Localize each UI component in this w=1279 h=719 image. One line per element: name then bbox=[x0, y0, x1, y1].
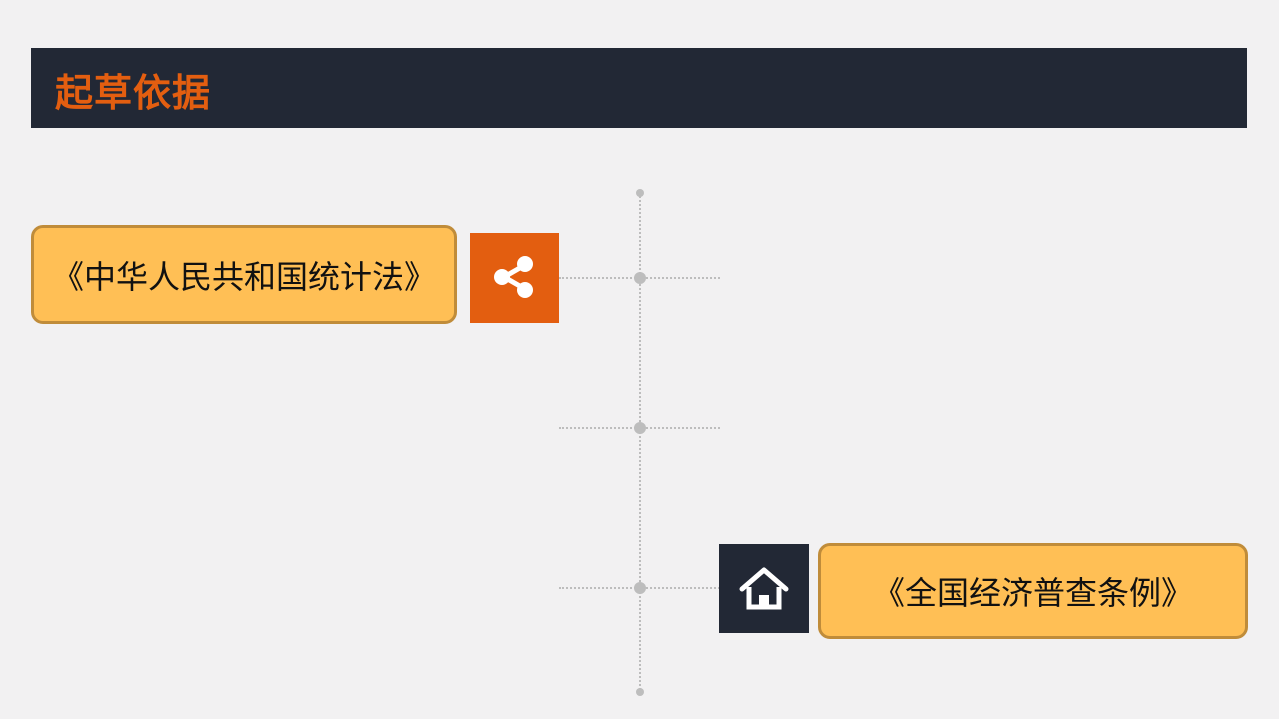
share-icon-box bbox=[470, 233, 559, 323]
home-icon bbox=[739, 567, 789, 609]
statistics-law-box: 《中华人民共和国统计法》 bbox=[31, 225, 457, 324]
share-icon bbox=[493, 256, 533, 298]
census-regulation-label: 《全国经济普查条例》 bbox=[872, 574, 1193, 612]
title-bar: 起草依据 bbox=[31, 48, 1247, 128]
timeline-node bbox=[634, 582, 646, 594]
timeline-node bbox=[634, 272, 646, 284]
home-icon-box bbox=[719, 544, 809, 633]
timeline-line bbox=[639, 193, 641, 693]
timeline-end-dot bbox=[636, 189, 644, 197]
census-regulation-box: 《全国经济普查条例》 bbox=[818, 543, 1248, 639]
slide-title: 起草依据 bbox=[55, 71, 212, 115]
timeline-end-dot bbox=[636, 688, 644, 696]
timeline-node bbox=[634, 422, 646, 434]
statistics-law-label: 《中华人民共和国统计法》 bbox=[51, 257, 436, 296]
